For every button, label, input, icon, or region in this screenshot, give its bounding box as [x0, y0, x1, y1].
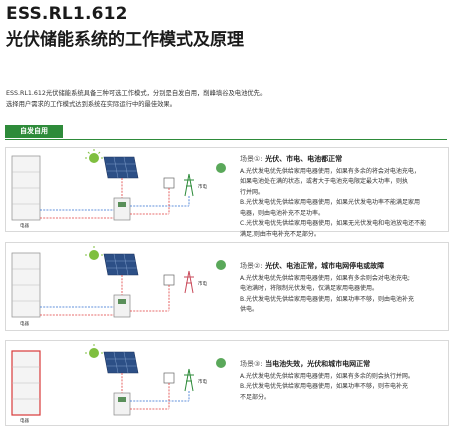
sun-icon — [89, 153, 99, 163]
scene-card-2: 市电 电器 场景②: 光伏、电池正常，城市电网停电或故障 A.光伏发电优先供给家… — [5, 242, 449, 331]
scene-2-line: 电池满时，将限制光伏发电，仅满足家用电器使用。 — [240, 285, 379, 292]
load-label: 电器 — [20, 417, 29, 424]
intro-line-2: 选择用户需求的工作模式达到系统在实际运行中的最佳效果。 — [6, 101, 177, 108]
grid-tower-icon — [184, 173, 194, 197]
meter-icon — [163, 177, 175, 189]
load-label: 电器 — [20, 222, 29, 229]
scene-2-line: B.光伏发电优先供给家用电器使用，如果功率不够，则由电池补充 — [240, 295, 415, 303]
scene-1-line: B.光伏发电优先供给家用电器使用，如果光伏发电功率不能满足家用 — [240, 199, 421, 206]
grid-tower-icon — [184, 368, 194, 392]
sun-icon — [89, 348, 99, 358]
grid-label: 市电 — [198, 378, 207, 385]
grid-label: 市电 — [198, 280, 207, 287]
solar-panel-icon — [103, 156, 139, 179]
scene-3-heading: 场景③: 当电池失效，光伏和城市电网正常 — [240, 360, 371, 368]
scene-2-line: 供电。 — [240, 306, 259, 313]
sun-icon — [89, 250, 99, 260]
load-label: 电器 — [20, 320, 29, 327]
intro-paragraph: ESS.RL1.612光伏储能系统具备三种可选工作模式，分别是自发自用，削峰填谷… — [6, 88, 446, 110]
scene-3-line: 不足部分。 — [240, 393, 271, 401]
scene-1-text: 场景①: 光伏、市电、电池都正常 A.光伏发电优先供给家用电器使用，如果有多余的… — [240, 154, 445, 240]
scene-2-line: A.光伏发电优先供给家用电器使用，如果有多余则会对电池充电; — [240, 274, 410, 282]
scene-2-text: 场景②: 光伏、电池正常，城市电网停电或故障 A.光伏发电优先供给家用电器使用，… — [240, 261, 445, 316]
tree-icon — [216, 163, 226, 173]
product-model-title: ESS.RL1.612 — [6, 4, 128, 24]
solar-panel-icon — [103, 253, 139, 276]
scene-3-line: B.光伏发电优先供给家用电器使用，如果功率不够，则市电补充 — [240, 383, 409, 390]
solar-panel-icon — [103, 351, 139, 374]
scene-1-line: 满足,则由市电补充不足部分。 — [240, 230, 320, 238]
mode-tag-self-use: 自发自用 — [5, 125, 63, 138]
inverter-icon — [113, 392, 131, 416]
scene-card-1: 市电 电器 场景①: 光伏、市电、电池都正常 A.光伏发电优先供给家用电器使用，… — [5, 147, 449, 238]
scene-3-line: A.光伏发电优先供给家用电器使用，如果有多余的则会执行并网。 — [240, 372, 414, 380]
tree-icon — [216, 260, 226, 270]
scene-1-line: C.光伏发电优先供给家用电器使用，如果无光伏发电和电池放电还不能 — [240, 220, 427, 227]
scene-1-line: 电器，则由电池补充不足功率。 — [240, 209, 325, 217]
page-title: 光伏储能系统的工作模式及原理 — [6, 30, 244, 50]
scene-1-heading: 场景①: 光伏、市电、电池都正常 — [240, 155, 343, 163]
grid-label: 市电 — [198, 183, 207, 190]
grid-tower-icon — [184, 270, 194, 294]
meter-icon — [163, 372, 175, 384]
scene-2-heading: 场景②: 光伏、电池正常，城市电网停电或故障 — [240, 262, 385, 270]
scene-1-line: A.光伏发电优先供给家用电器使用，如果有多余的将会对电池充电， — [240, 167, 420, 175]
tree-icon — [216, 358, 226, 368]
scene-3-text: 场景③: 当电池失效，光伏和城市电网正常 A.光伏发电优先供给家用电器使用，如果… — [240, 359, 445, 403]
inverter-icon — [113, 294, 131, 318]
intro-line-1: ESS.RL1.612光伏储能系统具备三种可选工作模式，分别是自发自用，削峰填谷… — [6, 90, 267, 97]
scene-1-diagram: 市电 电器 — [11, 149, 226, 229]
section-divider — [5, 139, 447, 140]
scene-3-diagram: 市电 电器 — [11, 344, 226, 424]
inverter-icon — [113, 197, 131, 221]
meter-icon — [163, 274, 175, 286]
scene-2-diagram: 市电 电器 — [11, 246, 226, 327]
scene-1-line: 如果电池处在满的状态，或者大于电池充电限定最大功率，则执 — [240, 178, 409, 185]
scene-card-3: 市电 电器 场景③: 当电池失效，光伏和城市电网正常 A.光伏发电优先供给家用电… — [5, 340, 449, 426]
scene-1-line: 行并网。 — [240, 188, 265, 196]
